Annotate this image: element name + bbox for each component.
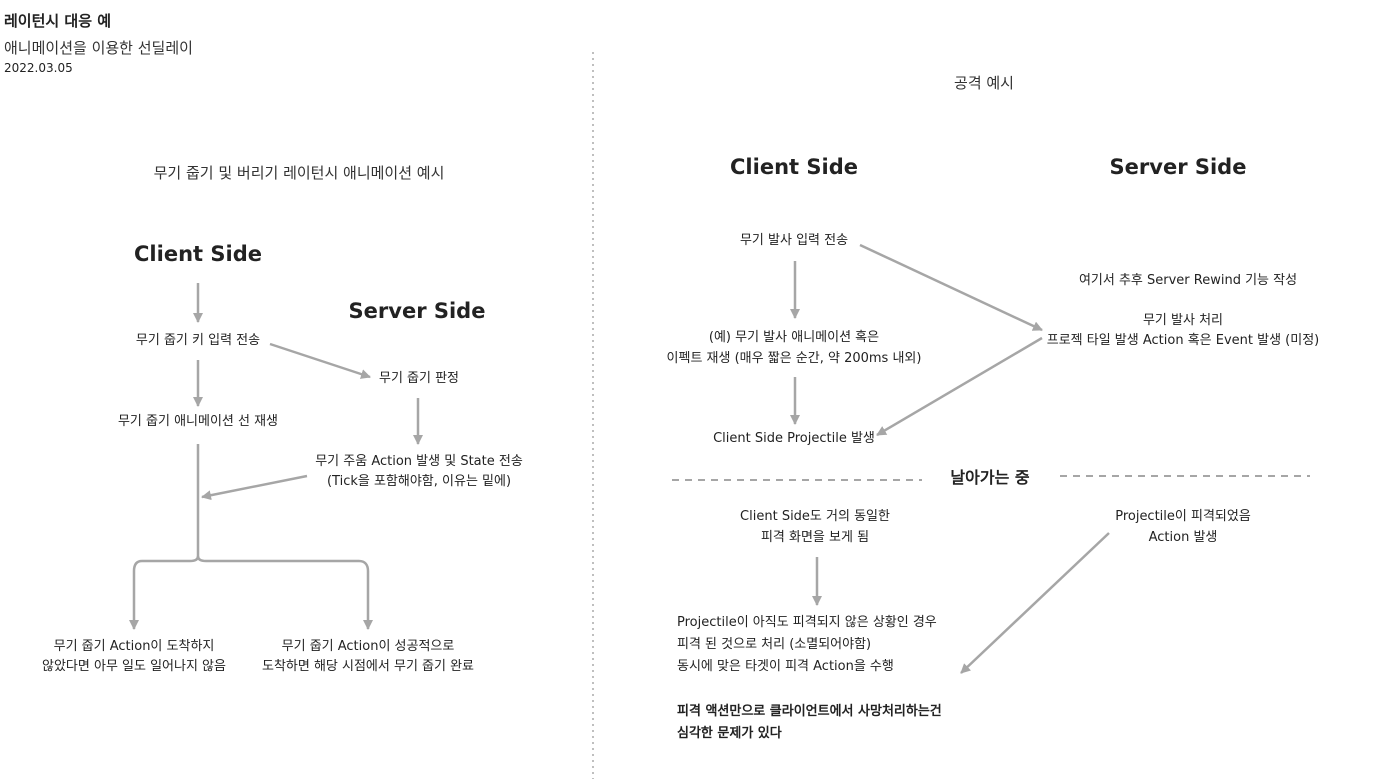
node-fire-process-line1: 무기 발사 처리 [1142, 313, 1224, 328]
node-server-hit-line1: Projectile이 피격되었음 [1115, 509, 1251, 524]
document-date: 2022.03.05 [4, 61, 73, 75]
node-fire-process-line2: 프로젝 타일 발생 Action 혹은 Event 발생 (미정) [1046, 332, 1320, 348]
node-anim-preplay: 무기 줍기 애니메이션 선 재생 [117, 414, 279, 429]
node-client-same-hit-line1: Client Side도 거의 동일한 [740, 509, 890, 524]
node-fire-input: 무기 발사 입력 전송 [739, 233, 849, 248]
node-pickup-fail-line2: 않았다면 아무 일도 일어나지 않음 [42, 658, 226, 674]
node-rewind-note: 여기서 추후 Server Rewind 기능 작성 [1078, 273, 1298, 288]
document-subtitle: 애니메이션을 이용한 선딜레이 [4, 39, 193, 57]
node-fire-anim: (예) 무기 발사 애니메이션 혹은 이펙트 재생 (매우 짧은 순간, 약 2… [667, 327, 922, 370]
timeline-trunk [129, 444, 200, 630]
node-pickup-success-line2: 도착하면 해당 시점에서 무기 줍기 완료 [261, 658, 475, 674]
node-key-input: 무기 줍기 키 입력 전송 [135, 333, 261, 348]
node-hit-case-line2: 피격 된 것으로 처리 (소멸되어야함) [677, 637, 872, 653]
left-server-side-label: Server Side [348, 299, 486, 323]
left-client-side-label: Client Side [134, 242, 262, 266]
node-hit-case-line3: 동시에 맞은 타겟이 피격 Action을 수행 [677, 659, 894, 675]
arrow-serverhit-to-case [960, 532, 1110, 674]
arrow-action-to-timeline [201, 474, 308, 501]
arrow-keyinput-to-judge [269, 342, 371, 379]
node-pickup-judge: 무기 줍기 판정 [378, 371, 460, 386]
node-action-send: 무기 주움 Action 발생 및 State 전송 (Tick을 포함해야함,… [315, 452, 523, 491]
node-pickup-success: 무기 줍기 Action이 성공적으로 도착하면 해당 시점에서 무기 줍기 완… [262, 637, 474, 676]
node-server-hit: Projectile이 피격되었음 Action 발생 [1115, 506, 1251, 549]
node-action-send-line2: (Tick을 포함해야함, 이유는 밑에) [326, 473, 512, 489]
document-title: 레이턴시 대응 예 [4, 12, 112, 30]
node-action-send-line1: 무기 주움 Action 발생 및 State 전송 [315, 454, 523, 469]
warning-note-line2: 심각한 문제가 있다 [677, 726, 782, 742]
timeline-branch-success [196, 555, 373, 630]
left-section-title: 무기 줍기 및 버리기 레이턴시 애니메이션 예시 [153, 164, 445, 182]
right-server-side-label: Server Side [1109, 155, 1247, 179]
arrow-fire-to-server [859, 243, 1043, 332]
right-client-side-label: Client Side [730, 155, 858, 179]
node-fire-process: 무기 발사 처리 프로젝 타일 발생 Action 혹은 Event 발생 (미… [1047, 311, 1320, 350]
node-client-same-hit: Client Side도 거의 동일한 피격 화면을 보게 됨 [740, 506, 890, 549]
node-fire-anim-line2: 이펙트 재생 (매우 짧은 순간, 약 200ms 내외) [666, 351, 922, 367]
flying-label: 날아가는 중 [950, 468, 1030, 487]
node-server-hit-line2: Action 발생 [1148, 530, 1218, 546]
node-hit-case-line1: Projectile이 아직도 피격되지 않은 상황인 경우 [677, 615, 937, 630]
warning-note-line1: 피격 액션만으로 클라이언트에서 사망처리하는건 [677, 704, 942, 719]
node-client-projectile: Client Side Projectile 발생 [713, 431, 875, 446]
node-pickup-fail-line1: 무기 줍기 Action이 도착하지 [53, 639, 215, 654]
node-fire-anim-line1: (예) 무기 발사 애니메이션 혹은 [708, 330, 880, 345]
node-pickup-fail: 무기 줍기 Action이 도착하지 않았다면 아무 일도 일어나지 않음 [42, 637, 226, 676]
warning-note: 피격 액션만으로 클라이언트에서 사망처리하는건 심각한 문제가 있다 [677, 701, 942, 745]
node-hit-case: Projectile이 아직도 피격되지 않은 상황인 경우 피격 된 것으로 … [677, 612, 937, 678]
right-section-title: 공격 예시 [954, 74, 1014, 92]
node-pickup-success-line1: 무기 줍기 Action이 성공적으로 [281, 639, 455, 654]
node-client-same-hit-line2: 피격 화면을 보게 됨 [760, 530, 870, 546]
arrow-server-to-projectile [876, 336, 1043, 437]
